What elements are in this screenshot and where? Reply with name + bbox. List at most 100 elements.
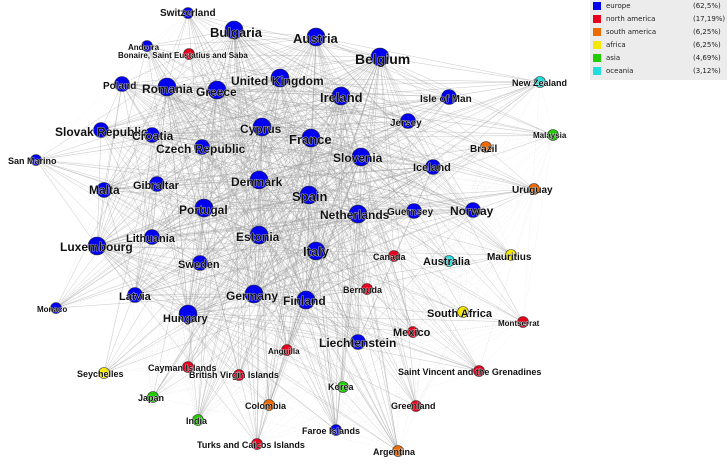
node-uruguay[interactable] bbox=[528, 183, 540, 195]
node-slovak-republic[interactable] bbox=[93, 122, 109, 138]
node-faroe-islands[interactable] bbox=[330, 424, 342, 436]
node-bulgaria[interactable] bbox=[224, 20, 244, 40]
node-montserrat[interactable] bbox=[517, 316, 529, 328]
edge-iceland-canada bbox=[393, 166, 434, 257]
node-lithuania[interactable] bbox=[144, 229, 160, 245]
node-slovenia[interactable] bbox=[351, 147, 371, 167]
node-japan[interactable] bbox=[147, 391, 159, 403]
edge-slovak-republic-portugal bbox=[100, 129, 205, 209]
node-argentina[interactable] bbox=[392, 445, 404, 457]
node-new-zealand[interactable] bbox=[534, 76, 546, 88]
node-brazil[interactable] bbox=[480, 141, 492, 153]
node-norway[interactable] bbox=[465, 202, 481, 218]
edge-czech-republic-slovenia bbox=[201, 146, 362, 158]
edge-romania-norway bbox=[166, 86, 474, 211]
node-finland[interactable] bbox=[296, 290, 316, 310]
legend-swatch bbox=[593, 28, 601, 36]
edge-brazil-monaco bbox=[55, 146, 487, 309]
node-label-bulgaria: Bulgaria bbox=[210, 25, 263, 40]
node-british-virgin-islands[interactable] bbox=[233, 369, 245, 381]
node-united-kingdom[interactable] bbox=[270, 68, 290, 88]
edge-jersey-south-africa bbox=[407, 120, 464, 313]
node-gibraltar[interactable] bbox=[149, 176, 165, 192]
node-andorra[interactable] bbox=[141, 40, 153, 52]
node-spain[interactable] bbox=[299, 185, 319, 205]
node-netherlands[interactable] bbox=[348, 204, 368, 224]
node-italy[interactable] bbox=[306, 241, 326, 261]
node-australia[interactable] bbox=[443, 255, 455, 267]
node-malta[interactable] bbox=[96, 182, 112, 198]
node-india[interactable] bbox=[192, 414, 204, 426]
node-south-africa[interactable] bbox=[457, 306, 469, 318]
node-turks-and-caicos-islands[interactable] bbox=[251, 438, 263, 450]
edge-belgium-slovak-republic bbox=[100, 56, 381, 131]
node-hungary[interactable] bbox=[178, 304, 198, 324]
node-bermuda[interactable] bbox=[361, 283, 373, 295]
node-romania[interactable] bbox=[157, 77, 177, 97]
node-sweden[interactable] bbox=[192, 255, 208, 271]
edge-luxembourg-canada bbox=[96, 245, 395, 257]
node-liechtenstein[interactable] bbox=[350, 334, 366, 350]
node-greece[interactable] bbox=[207, 80, 227, 100]
edge-belgium-iceland bbox=[379, 56, 434, 168]
node-poland[interactable] bbox=[114, 76, 130, 92]
node-croatia[interactable] bbox=[144, 127, 160, 143]
edge-montserrat-faroe-islands bbox=[335, 321, 524, 431]
node-isle-of-man[interactable] bbox=[441, 89, 457, 105]
edge-san-marino-uruguay bbox=[35, 159, 535, 190]
node-mexico[interactable] bbox=[407, 326, 419, 338]
edge-malta-latvia bbox=[103, 189, 136, 296]
edge-czech-republic-latvia bbox=[134, 146, 203, 296]
node-belgium[interactable] bbox=[370, 47, 390, 67]
node-ireland[interactable] bbox=[331, 86, 351, 106]
node-iceland[interactable] bbox=[425, 159, 441, 175]
node-portugal[interactable] bbox=[194, 198, 214, 218]
edge-italy-faroe-islands bbox=[315, 250, 337, 431]
node-guernsey[interactable] bbox=[406, 203, 422, 219]
edge-austria-greece bbox=[216, 36, 317, 91]
node-estonia[interactable] bbox=[249, 225, 269, 245]
node-cayman-islands[interactable] bbox=[182, 361, 194, 373]
edge-south-africa-argentina bbox=[397, 311, 464, 452]
edge-united-kingdom-croatia bbox=[151, 77, 281, 136]
edge-austria-colombia bbox=[268, 36, 317, 406]
node-bonaire-saint-eustatius-and-saba[interactable] bbox=[183, 48, 195, 60]
node-germany[interactable] bbox=[244, 284, 264, 304]
edge-brazil-finland bbox=[305, 146, 487, 301]
node-cyprus[interactable] bbox=[252, 117, 272, 137]
edge-united-kingdom-ireland bbox=[279, 77, 342, 97]
node-san-marino[interactable] bbox=[30, 154, 42, 166]
node-france[interactable] bbox=[301, 128, 321, 148]
edge-united-kingdom-isle-of-man bbox=[279, 77, 450, 98]
edge-brazil-hungary bbox=[187, 146, 487, 315]
node-monaco[interactable] bbox=[50, 302, 62, 314]
edge-germany-monaco bbox=[55, 293, 255, 309]
edge-switzerland-spain bbox=[187, 12, 310, 196]
edge-estonia-seychelles bbox=[103, 234, 260, 374]
node-label-belgium: Belgium bbox=[355, 51, 410, 67]
node-jersey[interactable] bbox=[400, 113, 416, 129]
edge-romania-saint-vincent-and-the-grenadines bbox=[166, 86, 480, 372]
node-canada[interactable] bbox=[388, 250, 400, 262]
edge-luxembourg-italy bbox=[96, 245, 317, 252]
node-denmark[interactable] bbox=[249, 170, 269, 190]
edge-hungary-colombia bbox=[187, 313, 270, 406]
node-luxembourg[interactable] bbox=[87, 236, 107, 256]
node-greenland[interactable] bbox=[410, 400, 422, 412]
node-malaysia[interactable] bbox=[547, 129, 559, 141]
node-austria[interactable] bbox=[306, 27, 326, 47]
node-mauritius[interactable] bbox=[505, 249, 517, 261]
node-czech-republic[interactable] bbox=[194, 139, 210, 155]
edge-latvia-hungary bbox=[134, 294, 189, 315]
node-latvia[interactable] bbox=[127, 287, 143, 303]
node-switzerland[interactable] bbox=[182, 7, 194, 19]
node-seychelles[interactable] bbox=[98, 367, 110, 379]
node-anguilla[interactable] bbox=[281, 344, 293, 356]
edge-latvia-bermuda bbox=[134, 288, 368, 296]
edge-ireland-iceland bbox=[340, 95, 434, 168]
node-colombia[interactable] bbox=[263, 399, 275, 411]
node-saint-vincent-and-the-grenadines[interactable] bbox=[473, 365, 485, 377]
node-korea[interactable] bbox=[337, 381, 349, 393]
edge-bulgaria-norway bbox=[233, 29, 474, 211]
